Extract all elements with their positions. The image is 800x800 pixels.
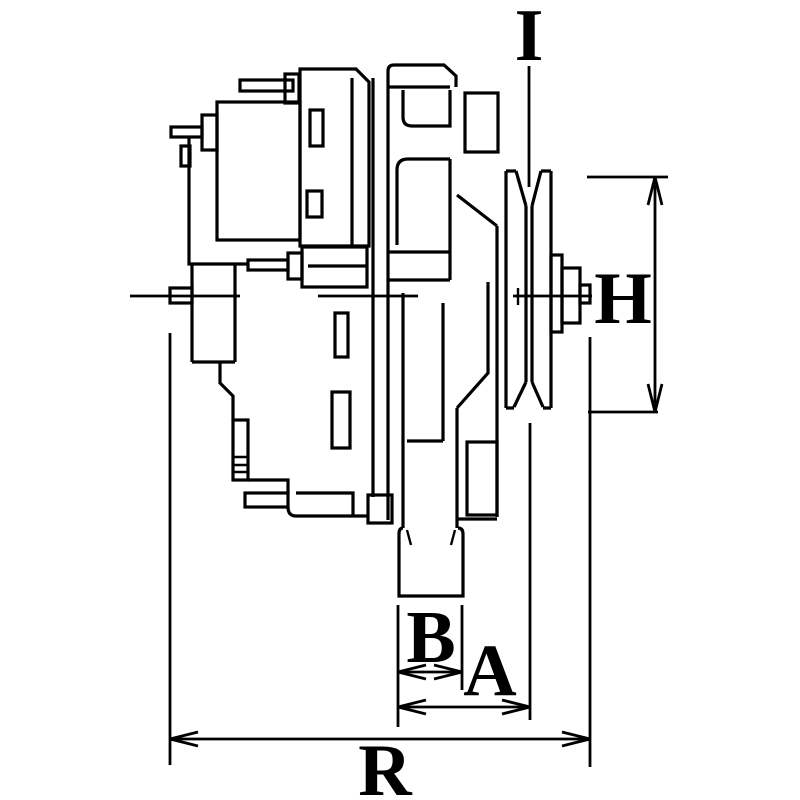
dimension-label-A: A bbox=[463, 630, 516, 712]
dimension-label-H: H bbox=[594, 258, 652, 340]
stud-block-small bbox=[286, 251, 304, 281]
terminal-pin-bottom bbox=[243, 491, 290, 509]
terminal-pin-top bbox=[238, 78, 295, 93]
bearing-boss bbox=[389, 250, 452, 282]
stud-pin bbox=[246, 258, 290, 272]
pulley-v-groove-top bbox=[514, 170, 543, 207]
arrowhead-left bbox=[169, 730, 199, 748]
dimension-label-I: I bbox=[515, 0, 544, 77]
vent-slot bbox=[333, 311, 350, 359]
vent-slot bbox=[330, 390, 352, 450]
stud-block-large bbox=[300, 245, 369, 289]
bottom-inner-step bbox=[296, 491, 355, 516]
pulley-v-groove-bottom bbox=[512, 381, 545, 408]
fin-window bbox=[395, 157, 452, 252]
rear-housing bbox=[168, 67, 394, 525]
lower-rear-housing bbox=[190, 264, 237, 364]
arrowhead-left bbox=[397, 663, 427, 681]
shaft-nut bbox=[516, 253, 592, 334]
dimension-label-B: B bbox=[406, 597, 455, 679]
shaft-tip bbox=[578, 283, 592, 305]
arrowhead-right bbox=[501, 698, 531, 716]
lug-inner-detail bbox=[407, 303, 445, 443]
small-connector bbox=[231, 418, 250, 482]
front-mounting-ear bbox=[397, 526, 465, 598]
dimension-label-R: R bbox=[358, 730, 413, 800]
arrowhead-right bbox=[433, 663, 463, 681]
arrowhead-down bbox=[646, 383, 664, 413]
fan-diagonal-lower bbox=[455, 282, 490, 410]
bracket-cap bbox=[386, 63, 458, 87]
vent-slot bbox=[308, 108, 325, 148]
housing-step bbox=[218, 362, 235, 420]
dimension-R: R bbox=[168, 333, 592, 800]
vent-slot-front bbox=[463, 91, 500, 154]
arrowhead-right bbox=[561, 730, 591, 748]
dimension-H: H bbox=[587, 175, 668, 414]
rear-mounting-lug bbox=[366, 493, 394, 525]
arrowhead-up bbox=[646, 176, 664, 206]
center-body bbox=[330, 78, 390, 520]
pulley-web bbox=[524, 206, 534, 382]
bottom-step bbox=[248, 478, 290, 493]
regulator-box bbox=[215, 100, 302, 242]
shaft-washer bbox=[549, 253, 564, 334]
bottom-edge bbox=[286, 506, 368, 518]
housing-left-edge bbox=[187, 137, 248, 266]
terminal-pin-left bbox=[169, 125, 204, 139]
arrowhead-left bbox=[397, 698, 427, 716]
dimension-A: A bbox=[397, 423, 532, 720]
front-bracket bbox=[386, 63, 500, 598]
vent-slot-front bbox=[465, 440, 499, 517]
dimension-I: I bbox=[515, 0, 544, 187]
pulley bbox=[504, 169, 553, 410]
terminal-block-left bbox=[200, 113, 219, 152]
fan-diagonal-upper bbox=[456, 193, 498, 228]
ear-chamfer-ticks bbox=[405, 529, 457, 546]
connector-segments bbox=[233, 455, 248, 474]
rear-box bbox=[298, 67, 371, 248]
fin-window bbox=[401, 90, 452, 128]
vent-slot bbox=[305, 189, 324, 219]
